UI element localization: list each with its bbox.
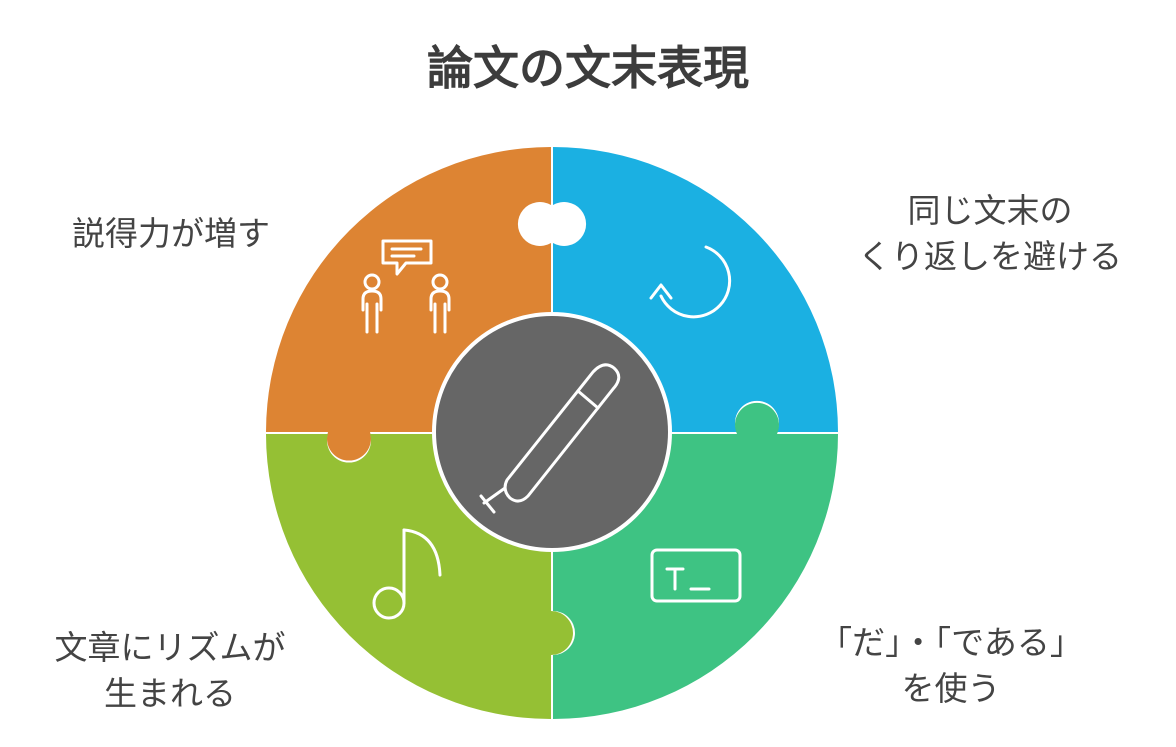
center-circle xyxy=(432,312,672,552)
pen-icon xyxy=(479,363,621,514)
label-line: 文章にリズムが xyxy=(54,628,286,667)
terminal-icon xyxy=(650,548,742,603)
label-line: 生まれる xyxy=(104,674,236,713)
label-bottom-right: 「だ」・「である」 を使う xyxy=(806,620,1096,712)
label-line: くり返しを避ける xyxy=(858,237,1122,276)
people-chat-icon xyxy=(361,239,451,334)
label-top-left: 説得力が増す xyxy=(72,211,270,257)
label-bottom-left: 文章にリズムが 生まれる xyxy=(20,625,320,717)
label-line: 同じ文末の xyxy=(907,191,1073,230)
refresh-arrow-icon xyxy=(649,245,732,319)
label-line: を使う xyxy=(901,669,1001,708)
label-line: 「だ」・「である」 xyxy=(819,623,1083,662)
page-title: 論文の文末表現 xyxy=(427,41,749,95)
music-note-icon xyxy=(372,528,442,620)
label-line: 説得力が増す xyxy=(72,214,270,253)
label-top-right: 同じ文末の くり返しを避ける xyxy=(840,188,1140,280)
